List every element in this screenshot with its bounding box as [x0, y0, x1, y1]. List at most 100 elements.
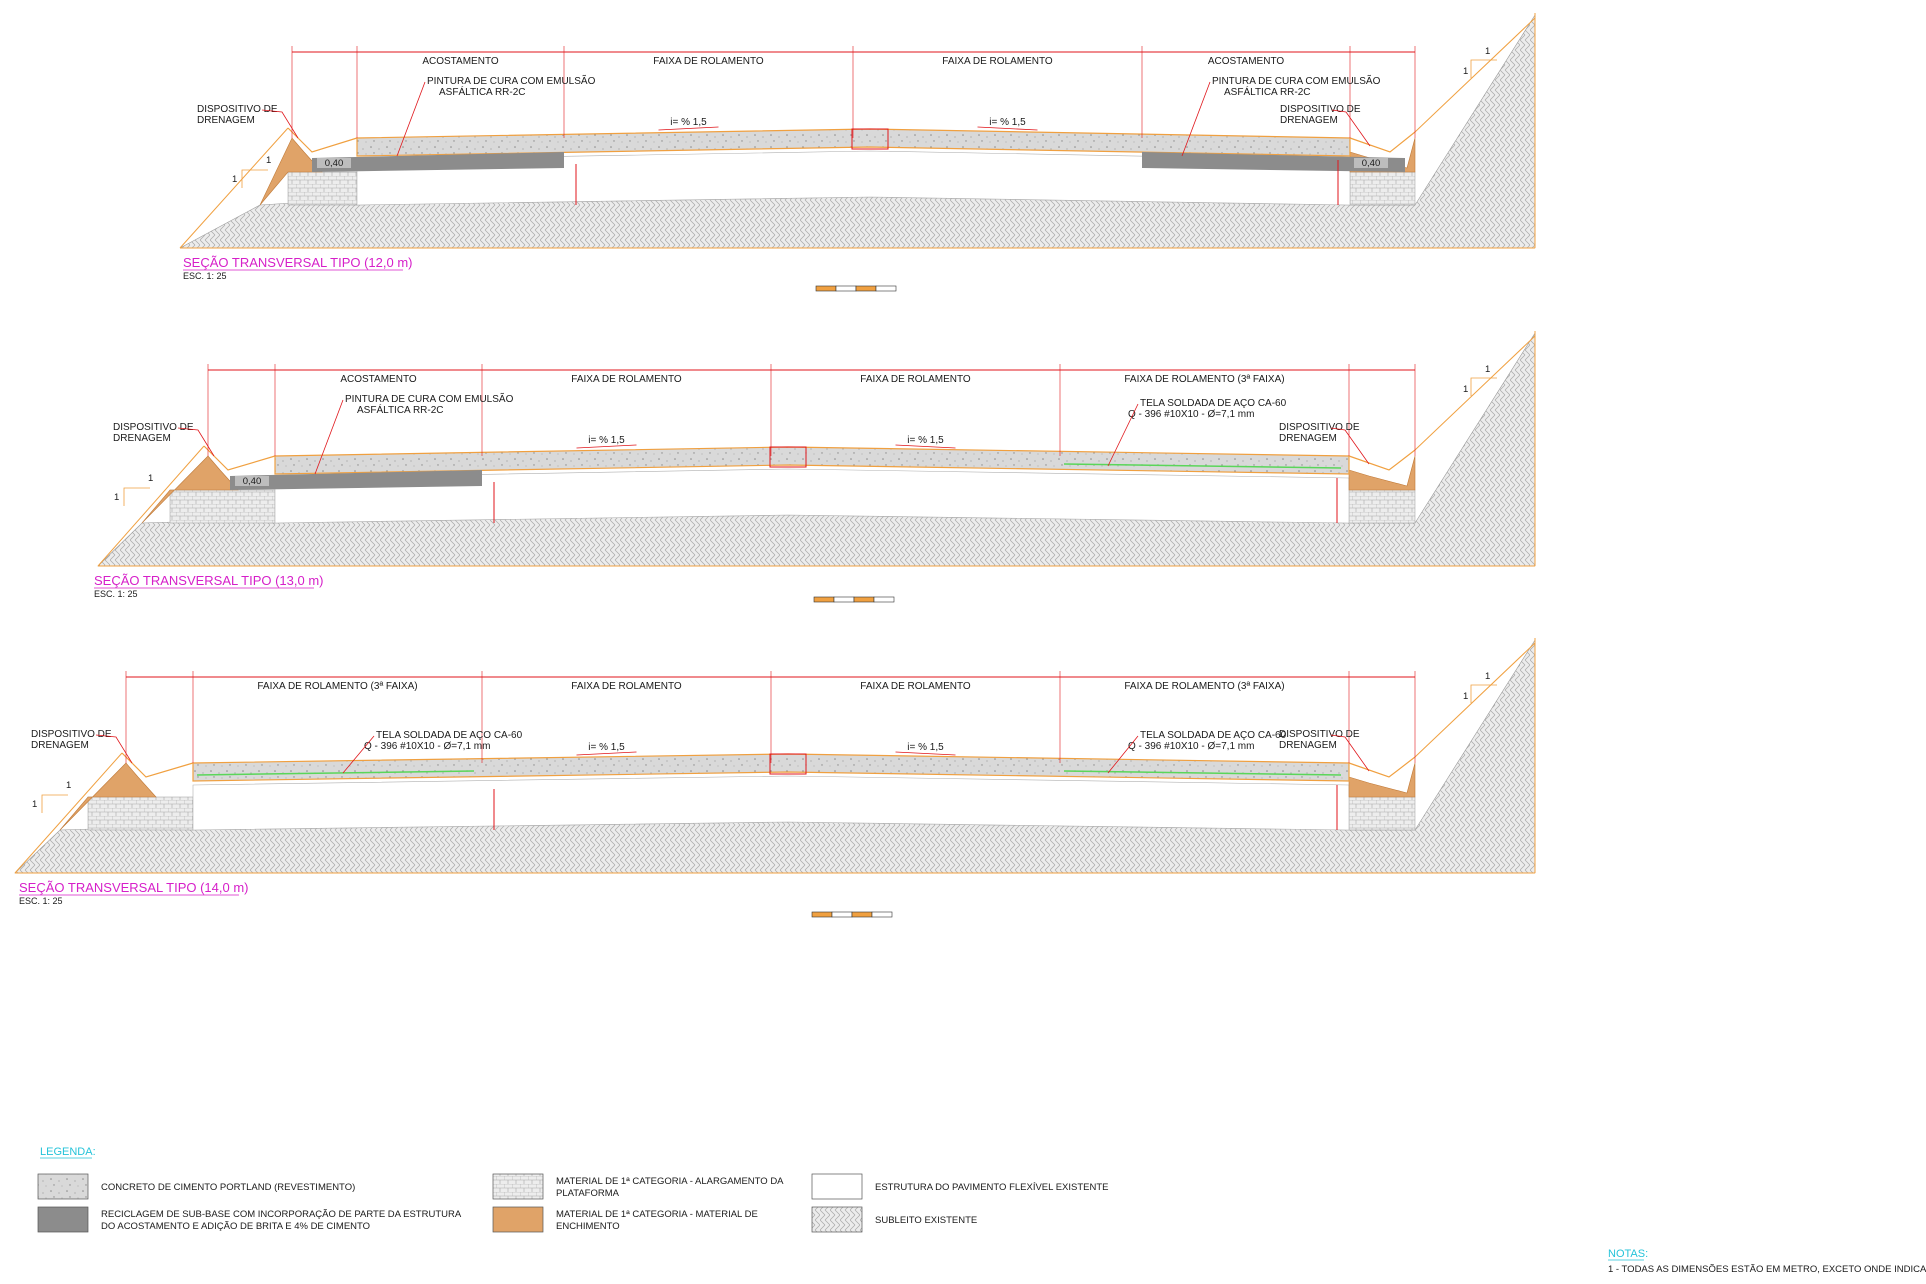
lane-label: FAIXA DE ROLAMENTO — [653, 56, 764, 67]
recycled-subbase-left — [230, 470, 482, 490]
legend-text-mat1: MATERIAL DE 1ª CATEGORIA - ALARGAMENTO D… — [556, 1176, 784, 1187]
scale-bar-segment — [835, 285, 857, 292]
legend-item-fill: MATERIAL DE 1ª CATEGORIA - MATERIAL DEEN… — [492, 1206, 758, 1233]
scale-bar-segment — [875, 285, 897, 292]
drain-label-right-1: DISPOSITIVO DE — [1280, 104, 1361, 115]
slope-arrow-left — [576, 751, 637, 756]
drain-label-right-2: DRENAGEM — [1279, 740, 1337, 751]
recycled-subbase-right — [1142, 152, 1405, 172]
drain-leader-left — [261, 109, 299, 139]
lane-label: FAIXA DE ROLAMENTO — [860, 681, 971, 692]
slope-arrow-right — [895, 444, 956, 449]
drain-label-right-1: DISPOSITIVO DE — [1279, 422, 1360, 433]
lane-label: FAIXA DE ROLAMENTO (3ª FAIXA) — [1124, 374, 1284, 385]
ratio-left-h: 1 — [148, 473, 153, 484]
lane-label: ACOSTAMENTO — [1208, 56, 1285, 67]
section-title: SEÇÃO TRANSVERSAL TIPO (14,0 m) — [19, 880, 249, 895]
slope-line-left — [14, 752, 123, 874]
drain-leader-left — [95, 734, 133, 764]
legend-swatch-subgrade — [811, 1206, 863, 1233]
drain-leader-right — [1330, 427, 1370, 465]
section-s13: ACOSTAMENTO FAIXA DE ROLAMENTO FAIXA DE RO… — [94, 331, 1536, 603]
section-title: SEÇÃO TRANSVERSAL TIPO (13,0 m) — [94, 573, 324, 588]
platform-widening-left — [87, 796, 194, 831]
recycled-subbase-left — [312, 152, 564, 172]
platform-widening-left — [287, 171, 358, 206]
scale-bar-segment — [853, 596, 875, 603]
mesh-label-left-2: Q - 396 #10X10 - Ø=7,1 mm — [364, 741, 490, 752]
dim-040-box-right — [1354, 158, 1388, 168]
fill-material-right — [1348, 455, 1416, 491]
drain-left-line — [203, 445, 276, 471]
cure-label-1: PINTURA DE CURA COM EMULSÃO — [427, 74, 596, 87]
ratio-right-h: 1 — [1485, 46, 1490, 57]
legend: LEGENDA: CONCRETO DE CIMENTO PORTLAND (RE… — [37, 1146, 1926, 1275]
mesh-left — [196, 770, 475, 776]
legend-text-concrete: CONCRETO DE CIMENTO PORTLAND (REVESTIMEN… — [101, 1182, 355, 1193]
section-scale: ESC. 1: 25 — [19, 896, 63, 906]
drain-label-right-2: DRENAGEM — [1280, 115, 1338, 126]
mesh-right — [1063, 770, 1342, 776]
drain-right-line — [1349, 131, 1416, 153]
lane-label: FAIXA DE ROLAMENTO (3ª FAIXA) — [1124, 681, 1284, 692]
drain-right-line — [1348, 756, 1416, 778]
center-joint — [851, 128, 889, 150]
slope-line-right — [1414, 335, 1536, 451]
slope-line-left — [97, 445, 205, 567]
lane-label: ACOSTAMENTO — [340, 374, 417, 385]
legend-swatch-concrete — [37, 1173, 89, 1200]
scale-bar-segment — [873, 596, 895, 603]
fill-material-left — [59, 762, 157, 831]
legend-swatch-recycle — [37, 1206, 89, 1233]
slope-arrow-left — [576, 444, 637, 449]
platform-widening-left — [169, 489, 276, 524]
center-joint — [769, 446, 807, 468]
legend-item-mat1: MATERIAL DE 1ª CATEGORIA - ALARGAMENTO D… — [492, 1173, 784, 1200]
slope-arrow-right — [895, 751, 956, 756]
drain-right-line — [1348, 449, 1416, 471]
drain-left-line — [121, 752, 194, 778]
drain-label-left-1: DISPOSITIVO DE — [31, 729, 112, 740]
drain-label-left-1: DISPOSITIVO DE — [197, 104, 278, 115]
scale-bar-segment — [851, 911, 873, 918]
legend-swatch-flex — [811, 1173, 863, 1200]
lane-label: FAIXA DE ROLAMENTO — [571, 681, 682, 692]
legend-item-flex: ESTRUTURA DO PAVIMENTO FLEXÍVEL EXISTENT… — [811, 1173, 1109, 1200]
scale-bar-segment — [813, 596, 835, 603]
lane-label: FAIXA DE ROLAMENTO — [860, 374, 971, 385]
legend-text-fill: MATERIAL DE 1ª CATEGORIA - MATERIAL DE — [556, 1209, 758, 1220]
ratio-right-v: 1 — [1463, 384, 1468, 395]
flexible-pavement-existing — [356, 150, 1351, 206]
section-s14: FAIXA DE ROLAMENTO (3ª FAIXA) FAIXA DE RO… — [14, 638, 1536, 918]
ratio-right-mark — [1470, 59, 1497, 78]
cure-leader — [314, 399, 344, 475]
ratio-left-v: 1 — [32, 799, 37, 810]
slope-label-left: i= % 1,5 — [670, 117, 707, 128]
legend-text-recycle: DO ACOSTAMENTO E ADIÇÃO DE BRITA E 4% DE… — [101, 1221, 370, 1232]
drain-left-line — [287, 127, 358, 153]
mesh-label-2: Q - 396 #10X10 - Ø=7,1 mm — [1128, 409, 1254, 420]
drain-label-right-2: DRENAGEM — [1279, 433, 1337, 444]
legend-title: LEGENDA: — [40, 1146, 96, 1158]
slope-arrow-right — [977, 126, 1038, 131]
ratio-left-h: 1 — [66, 780, 71, 791]
cure-label-1: PINTURA DE CURA COM EMULSÃO — [345, 392, 514, 405]
legend-text-subgrade: SUBLEITO EXISTENTE — [875, 1215, 977, 1226]
ratio-left-mark — [241, 169, 268, 188]
notes-title: NOTAS: — [1608, 1248, 1648, 1260]
ratio-right-mark — [1470, 377, 1497, 396]
drain-label-left-2: DRENAGEM — [197, 115, 255, 126]
cure-label-right-2: ASFÁLTICA RR-2C — [1224, 85, 1311, 98]
ratio-right-mark — [1470, 684, 1497, 703]
mesh-leader-left — [342, 735, 375, 774]
ratio-left-v: 1 — [232, 174, 237, 185]
scale-bar-segment — [831, 911, 853, 918]
legend-item-recycle: RECICLAGEM DE SUB-BASE COM INCORPORAÇÃO … — [37, 1206, 462, 1233]
legend-swatch-mat1 — [492, 1173, 544, 1200]
lane-label: FAIXA DE ROLAMENTO — [571, 374, 682, 385]
section-scale: ESC. 1: 25 — [183, 271, 227, 281]
mesh-label-2: Q - 396 #10X10 - Ø=7,1 mm — [1128, 741, 1254, 752]
slope-label-right: i= % 1,5 — [989, 117, 1026, 128]
